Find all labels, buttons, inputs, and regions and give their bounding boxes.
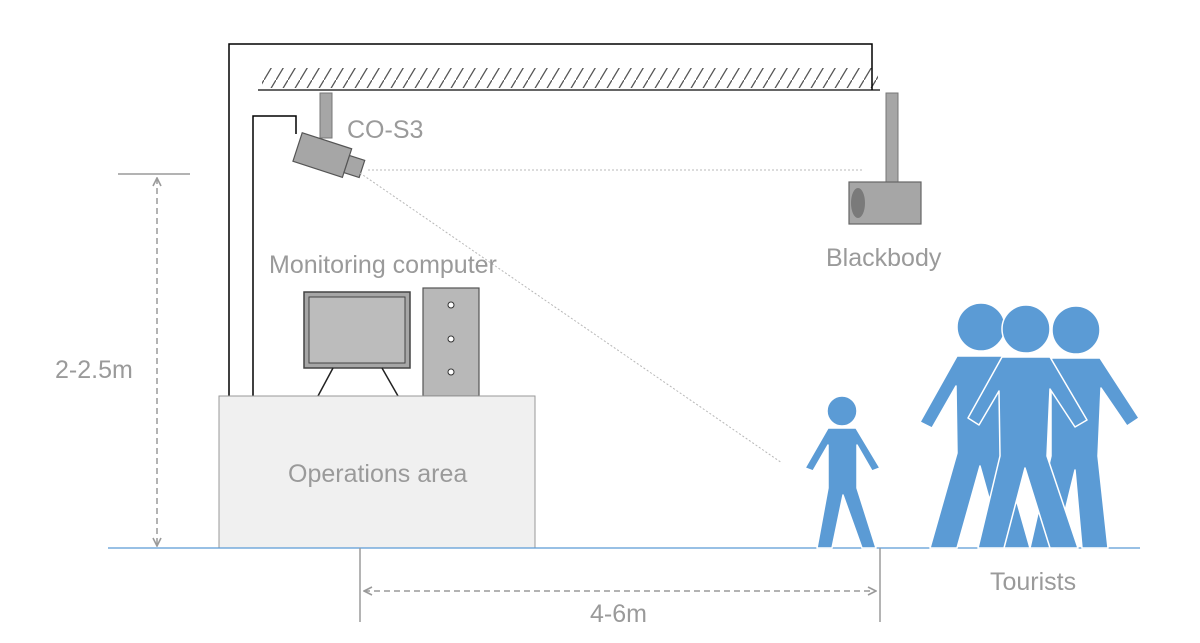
distance-label: 4-6m [590,600,647,628]
camera-label: CO-S3 [347,116,423,144]
computer-label: Monitoring computer [269,251,497,279]
distance-dimension [359,548,881,622]
camera-co-s3 [292,92,366,179]
person-adult-2 [967,304,1088,549]
ceiling [258,68,880,91]
height-label: 2-2.5m [55,356,133,384]
person-child [804,395,881,549]
sight-lines [359,169,864,464]
tourists-label: Tourists [990,568,1076,596]
monitoring-computer [303,287,480,397]
operations-desk [218,395,536,549]
cable-frame [228,43,873,396]
blackbody-label: Blackbody [826,244,942,272]
tourists-group [804,302,1140,549]
blackbody-device [848,92,922,225]
operations-area-label: Operations area [288,460,467,488]
height-dimension [118,173,190,546]
